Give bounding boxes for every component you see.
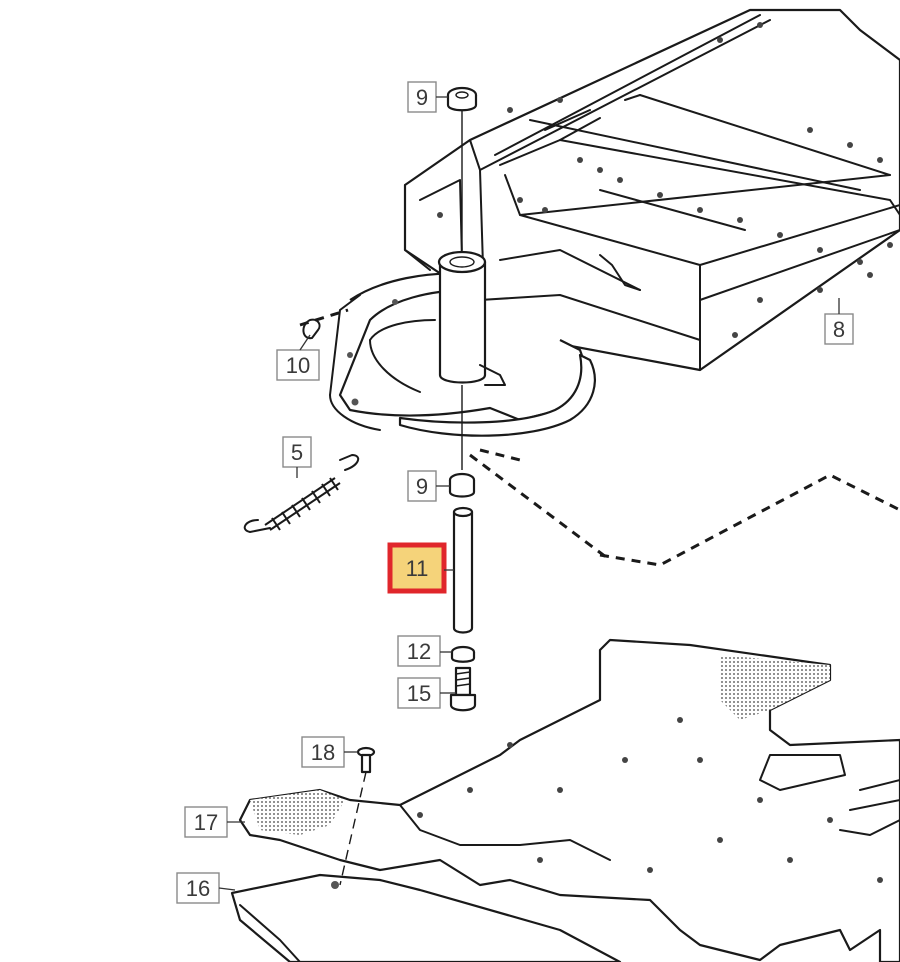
callout-label: 16 bbox=[186, 876, 210, 901]
callout-label: 10 bbox=[286, 353, 310, 378]
callout-9-top[interactable]: 9 bbox=[407, 81, 448, 113]
washer bbox=[450, 645, 476, 663]
callout-label: 12 bbox=[407, 639, 431, 664]
spring bbox=[243, 454, 360, 533]
callout-8[interactable]: 8 bbox=[824, 298, 854, 345]
callout-12[interactable]: 12 bbox=[397, 635, 452, 667]
callout-label: 9 bbox=[416, 474, 428, 499]
callout-17[interactable]: 17 bbox=[184, 806, 245, 838]
callout-9-mid[interactable]: 9 bbox=[407, 470, 450, 502]
callout-11-highlighted[interactable]: 11 bbox=[387, 542, 454, 594]
callout-label: 17 bbox=[194, 810, 218, 835]
callout-16[interactable]: 16 bbox=[176, 872, 236, 904]
pivot-pin bbox=[452, 506, 474, 634]
callout-10[interactable]: 10 bbox=[276, 334, 320, 381]
callout-15[interactable]: 15 bbox=[397, 677, 456, 709]
callout-label: 5 bbox=[291, 440, 303, 465]
lower-plate bbox=[230, 873, 622, 962]
dashed-boundary bbox=[299, 308, 900, 567]
bolt bbox=[449, 666, 477, 712]
callout-label: 8 bbox=[833, 317, 845, 342]
frame bbox=[403, 8, 900, 372]
callout-label: 18 bbox=[311, 740, 335, 765]
callout-label: 15 bbox=[407, 681, 431, 706]
callout-label: 11 bbox=[406, 556, 429, 581]
callout-label: 9 bbox=[416, 85, 428, 110]
pivot-tube bbox=[437, 110, 506, 470]
footplate bbox=[238, 638, 900, 962]
nut-mid bbox=[448, 472, 476, 498]
clip bbox=[302, 318, 321, 340]
callout-5[interactable]: 5 bbox=[282, 436, 312, 478]
callout-18[interactable]: 18 bbox=[301, 736, 358, 768]
nut-top bbox=[446, 86, 478, 112]
